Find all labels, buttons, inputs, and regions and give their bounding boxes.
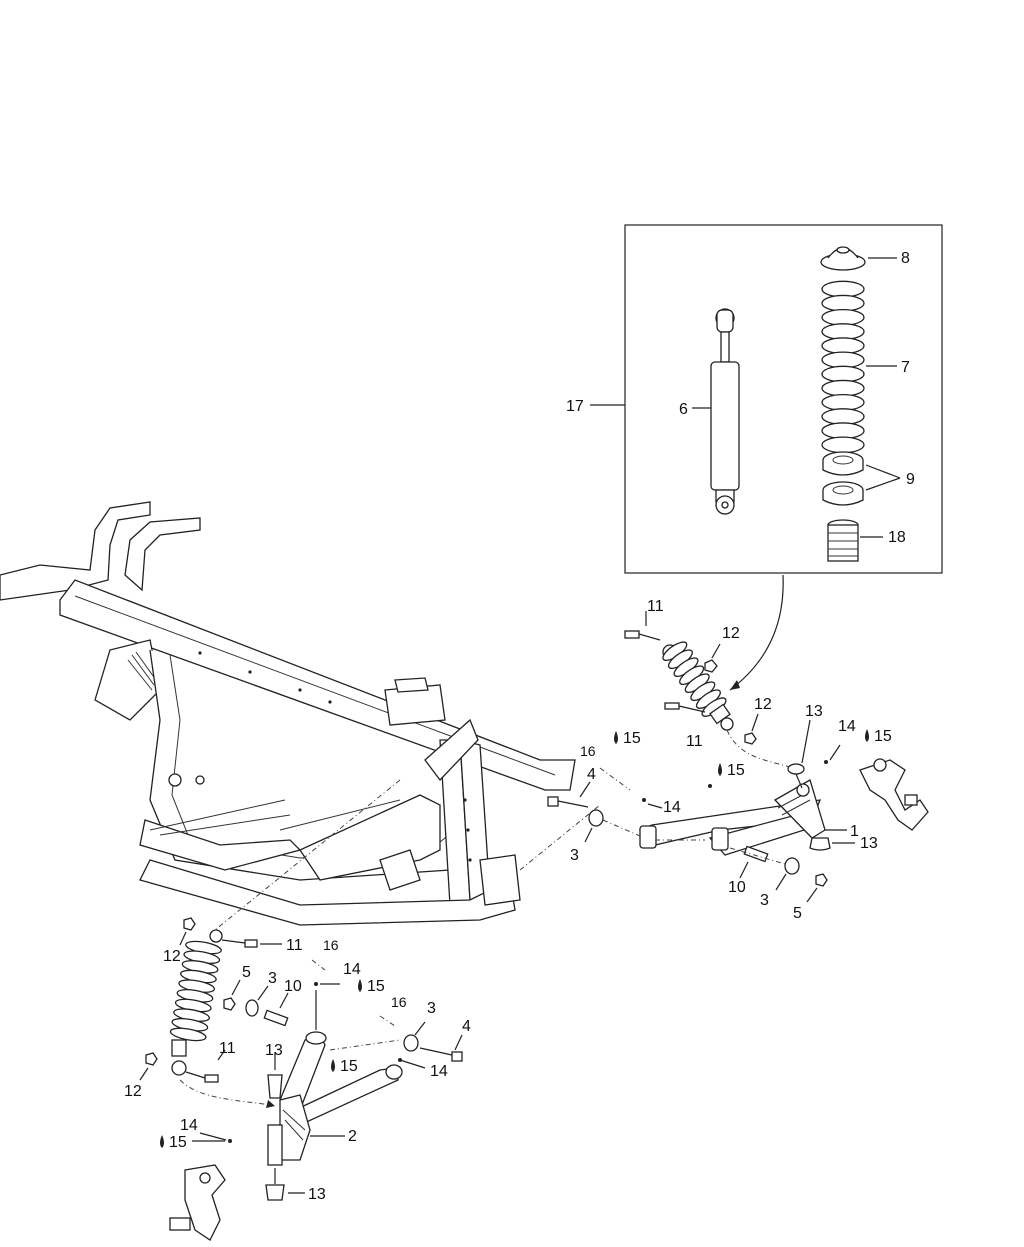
- spindle-lower: [169, 1164, 226, 1241]
- callout-13: 13: [860, 835, 878, 852]
- callout-15: 15: [727, 762, 745, 779]
- spindle-upper: [859, 758, 929, 831]
- lubricant-drop-icon: [160, 729, 869, 1148]
- callout-12: 12: [163, 948, 181, 965]
- coil-spring: [821, 280, 865, 454]
- callout-14: 14: [430, 1063, 448, 1080]
- callout-16: 16: [580, 743, 596, 759]
- callout-6: 6: [679, 401, 688, 418]
- callout-14: 14: [663, 799, 681, 816]
- callout-14: 14: [343, 961, 361, 978]
- callout-15: 15: [367, 978, 385, 995]
- callout-15: 15: [874, 728, 892, 745]
- callout-11: 11: [686, 733, 703, 750]
- callout-16: 16: [323, 937, 339, 953]
- a-arm-lower: [265, 1031, 403, 1201]
- vehicle-frame: [0, 501, 601, 931]
- a-arm-upper: [638, 719, 855, 856]
- callout-12: 12: [722, 625, 740, 642]
- callout-2: 2: [348, 1128, 357, 1145]
- callout-14: 14: [180, 1117, 198, 1134]
- callout-5: 5: [793, 905, 802, 922]
- callout-13: 13: [308, 1186, 326, 1203]
- callout-11: 11: [219, 1040, 236, 1057]
- lower-arm-hardware: [192, 959, 463, 1143]
- callout-17: 17: [566, 398, 584, 415]
- callout-11: 11: [286, 937, 303, 954]
- bump-stop: [827, 519, 883, 562]
- shock-assembly-lower: [139, 917, 282, 1108]
- callout-15: 15: [340, 1058, 358, 1075]
- spring-seat-upper: [820, 246, 897, 271]
- callout-12: 12: [754, 696, 772, 713]
- callout-3: 3: [427, 1000, 436, 1017]
- callout-16: 16: [391, 994, 407, 1010]
- upper-arm-hardware: [547, 744, 841, 903]
- callout-10: 10: [284, 978, 302, 995]
- callout-10: 10: [728, 879, 746, 896]
- callout-13: 13: [265, 1042, 283, 1059]
- callout-8: 8: [901, 250, 910, 267]
- callout-18: 18: [888, 529, 906, 546]
- callout-3: 3: [570, 847, 579, 864]
- callout-5: 5: [242, 964, 251, 981]
- callout-15: 15: [169, 1134, 187, 1151]
- shock-kit-inset: [590, 224, 943, 691]
- callout-7: 7: [901, 359, 910, 376]
- callout-4: 4: [462, 1018, 471, 1035]
- callout-labels: 1 2 3 3 3 3 4 4 5 5 6 7 8 9 10 10 11 11 …: [124, 250, 915, 1203]
- callout-12: 12: [124, 1083, 142, 1100]
- callout-3: 3: [268, 970, 277, 987]
- callout-13: 13: [805, 703, 823, 720]
- callout-15: 15: [623, 730, 641, 747]
- shock-absorber: [692, 308, 740, 515]
- callout-4: 4: [587, 766, 596, 783]
- callout-14: 14: [838, 718, 856, 735]
- callout-3: 3: [760, 892, 769, 909]
- shock-assembly-upper: [624, 611, 801, 771]
- callout-11: 11: [647, 598, 664, 615]
- callout-1: 1: [850, 823, 859, 840]
- callout-9: 9: [906, 471, 915, 488]
- spring-spacers: [822, 451, 901, 506]
